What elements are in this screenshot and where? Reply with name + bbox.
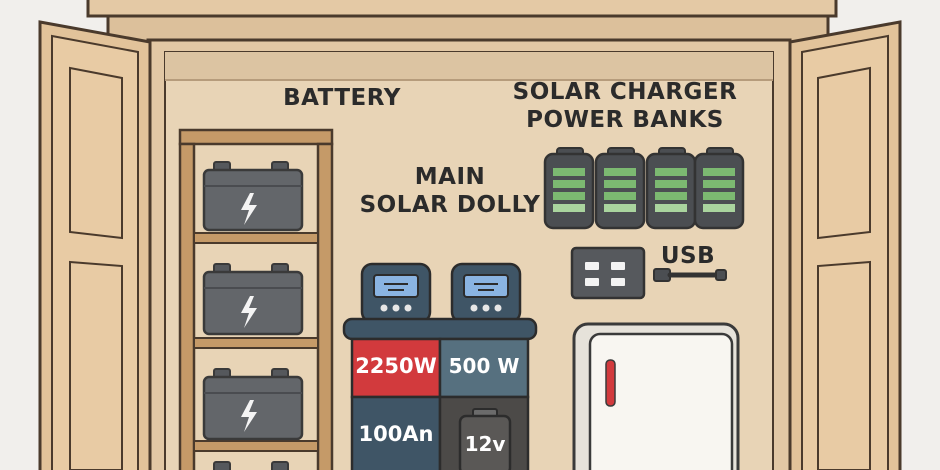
battery-unit xyxy=(202,368,304,441)
power-bank xyxy=(645,147,697,230)
usb-cable-icon xyxy=(653,268,727,282)
refrigerator[interactable] xyxy=(572,322,740,470)
solar-generator-right xyxy=(450,262,522,324)
battery-shelf xyxy=(178,128,334,470)
solar-dolly-label: SOLAR DOLLY xyxy=(359,192,541,218)
lightning-bolt-icon xyxy=(241,296,257,328)
inverter-output-readout: 2250W xyxy=(355,354,437,378)
battery-label: BATTERY xyxy=(283,85,401,111)
capacity-readout: 100An xyxy=(358,422,434,446)
lightning-bolt-icon xyxy=(241,400,257,432)
solar-generator-left xyxy=(360,262,432,324)
power-bank xyxy=(594,147,646,230)
power-bank xyxy=(693,147,745,230)
lightning-bolt-icon xyxy=(241,193,257,225)
battery-unit xyxy=(213,461,289,470)
battery-voltage-readout: 12v xyxy=(464,432,506,456)
power-bank xyxy=(543,147,595,230)
left-door[interactable] xyxy=(38,20,152,470)
solar-charger-label-line2: POWER BANKS xyxy=(526,107,724,133)
battery-unit xyxy=(202,161,304,232)
outlet-icon[interactable] xyxy=(570,246,646,300)
right-door[interactable] xyxy=(788,20,902,470)
battery-unit xyxy=(202,263,304,336)
main-solar-dolly xyxy=(342,317,538,470)
usb-label: USB xyxy=(660,243,716,269)
solar-charger-label-line1: SOLAR CHARGER xyxy=(512,79,738,105)
solar-input-readout: 500 W xyxy=(448,354,520,378)
main-label: MAIN xyxy=(414,164,486,190)
shed-roof xyxy=(86,0,838,44)
